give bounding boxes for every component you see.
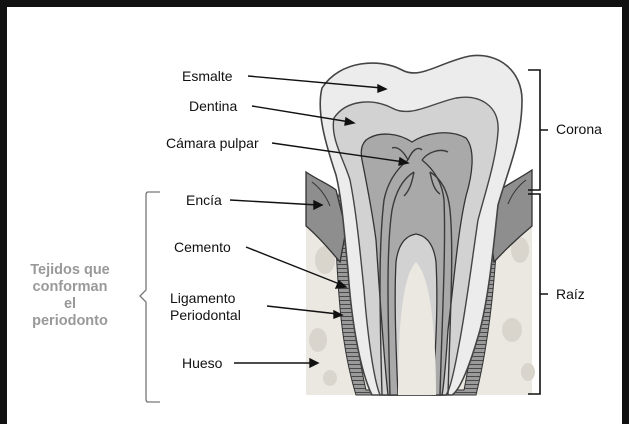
group-line-2: conforman [14, 279, 126, 296]
label-periodontal: Periodontal [170, 307, 241, 323]
label-raiz: Raíz [556, 286, 585, 302]
label-dentina: Dentina [189, 98, 237, 114]
group-line-3: el [14, 296, 126, 313]
periodonto-group-label: Tejidos que conforman el periodonto [14, 262, 126, 330]
group-line-1: Tejidos que [14, 262, 126, 279]
label-camara-pulpar: Cámara pulpar [166, 135, 259, 151]
label-cemento: Cemento [174, 239, 231, 255]
label-corona: Corona [556, 121, 602, 137]
label-ligamento: Ligamento [170, 290, 235, 306]
group-line-4: periodonto [14, 313, 126, 330]
label-hueso: Hueso [182, 355, 222, 371]
periodonto-bracket [140, 192, 160, 402]
label-esmalte: Esmalte [182, 68, 233, 84]
label-encia: Encía [186, 192, 222, 208]
